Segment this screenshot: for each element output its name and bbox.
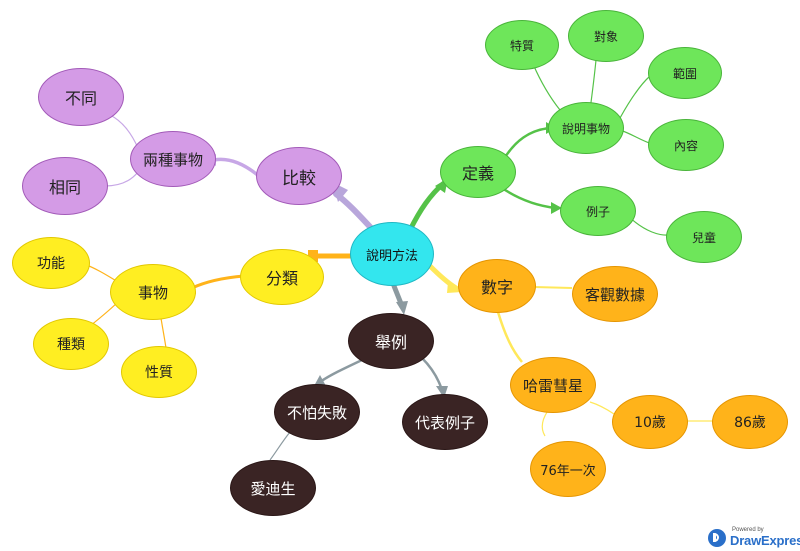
- node-classify-child[interactable]: 事物: [110, 264, 196, 320]
- drawexpress-logo: Powered by DrawExpress: [706, 526, 800, 550]
- node-different[interactable]: 不同: [38, 68, 124, 126]
- edge-arrow-example: [396, 301, 408, 315]
- node-define[interactable]: 定義: [440, 146, 516, 198]
- node-kind[interactable]: 種類: [33, 318, 109, 370]
- node-objective-data[interactable]: 客觀數據: [572, 266, 658, 322]
- node-numbers[interactable]: 數字: [458, 259, 536, 313]
- node-content[interactable]: 內容: [648, 119, 724, 171]
- node-same[interactable]: 相同: [22, 157, 108, 215]
- edge-arrow-example-fearless: [314, 375, 326, 386]
- edge-numbers-objective: [533, 286, 573, 289]
- edge-child-same: [104, 171, 139, 187]
- node-compare[interactable]: 比較: [256, 147, 342, 205]
- powered-by-label: Powered by: [732, 527, 764, 533]
- node-target[interactable]: 對象: [568, 10, 644, 62]
- edge-example-fearless: [319, 358, 363, 384]
- edge-center-define: [407, 180, 447, 233]
- node-example[interactable]: 舉例: [348, 313, 434, 369]
- node-representative-example[interactable]: 代表例子: [402, 394, 488, 450]
- edge-fearless-edison: [269, 431, 291, 461]
- edge-define-example: [501, 186, 557, 210]
- edge-cap-classify: [308, 250, 318, 262]
- node-not-afraid-of-failure[interactable]: 不怕失敗: [274, 384, 360, 440]
- node-age-10[interactable]: 10歲: [612, 395, 688, 449]
- node-child[interactable]: 兒童: [666, 211, 742, 263]
- node-once-76-years[interactable]: 76年一次: [530, 441, 606, 497]
- edge-arrow-define-example: [551, 202, 562, 214]
- node-compare-child[interactable]: 兩種事物: [130, 131, 216, 187]
- node-age-86[interactable]: 86歲: [712, 395, 788, 449]
- edge-example-representative: [421, 357, 444, 391]
- edge-object-scope: [619, 75, 651, 119]
- drawexpress-logo-icon: [708, 529, 726, 547]
- edge-numbers-comet: [496, 311, 523, 363]
- node-define-example[interactable]: 例子: [560, 186, 636, 236]
- node-edison[interactable]: 愛迪生: [230, 460, 316, 516]
- node-define-object[interactable]: 說明事物: [548, 102, 624, 154]
- edge-compare-child: [213, 157, 262, 179]
- node-nature[interactable]: 性質: [121, 346, 197, 398]
- edge-center-numbers: [427, 263, 459, 291]
- node-scope[interactable]: 範圍: [648, 47, 722, 99]
- edge-comet-ten: [589, 401, 615, 415]
- edge-example-child: [627, 215, 671, 236]
- node-center[interactable]: 說明方法: [350, 222, 434, 286]
- node-trait[interactable]: 特質: [485, 20, 559, 70]
- node-halley-comet[interactable]: 哈雷彗星: [510, 357, 596, 413]
- node-function[interactable]: 功能: [12, 237, 90, 289]
- edge-object-trait: [532, 63, 561, 111]
- node-classify[interactable]: 分類: [240, 249, 324, 305]
- edge-classify-child: [191, 274, 245, 290]
- edge-child-different: [109, 114, 139, 149]
- brand-label: DrawExpress: [730, 533, 800, 548]
